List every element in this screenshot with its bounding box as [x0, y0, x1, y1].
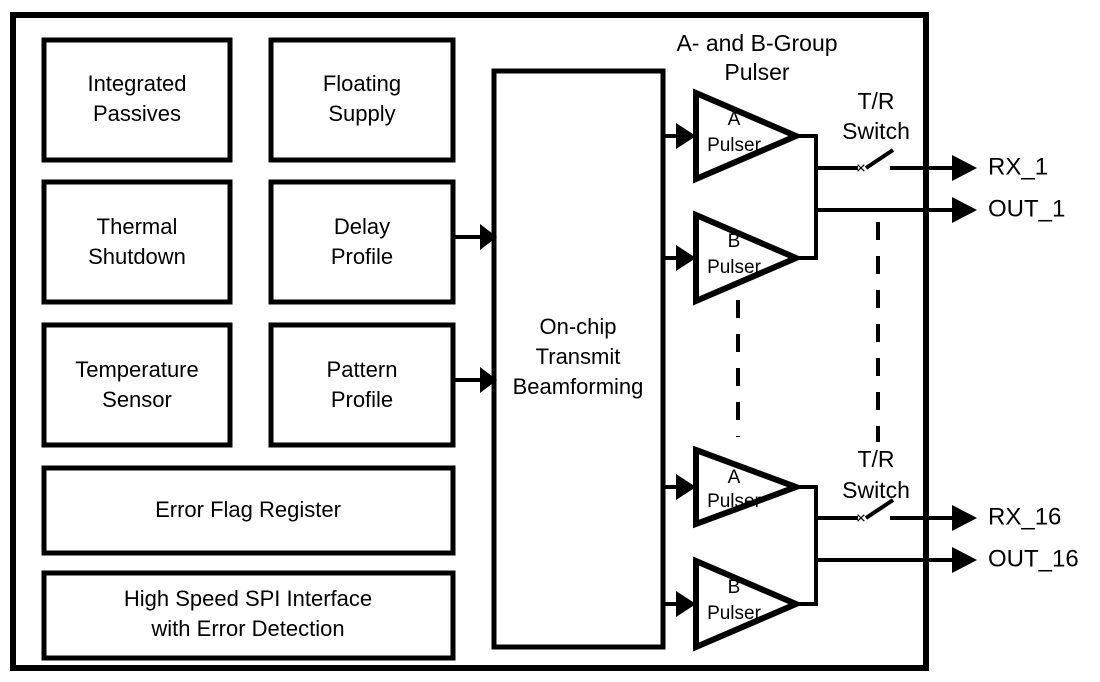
- channel-16-group: A Pulser B Pulser: [663, 445, 1079, 652]
- channel-1-output-bus: [794, 134, 818, 260]
- channel-1-pulser-a[interactable]: A Pulser: [693, 88, 804, 184]
- beamforming-line1: On-chip: [539, 314, 616, 339]
- channel-16-pulser-a[interactable]: A Pulser: [693, 445, 805, 529]
- channel-16-pulser-b[interactable]: B Pulser: [693, 556, 804, 652]
- channel-1-pulser-a-line2: Pulser: [707, 135, 762, 156]
- block-pattern-profile-line2: Profile: [331, 387, 393, 412]
- block-temperature-sensor-line1: Temperature: [75, 357, 199, 382]
- channel-16-tr-switch-line2: Switch: [842, 477, 910, 503]
- arrow-beamforming-to-a-pulser-16: [663, 474, 696, 500]
- channel-1-group: A Pulser B Pulser: [663, 88, 1065, 306]
- arrow-beamforming-to-b-pulser-16: [663, 591, 696, 617]
- block-delay-profile-line1: Delay: [334, 214, 390, 239]
- block-error-flag-register-label: Error Flag Register: [155, 497, 341, 522]
- chip-boundary-frame: [10, 12, 929, 671]
- channel-1-pulser-b[interactable]: B Pulser: [693, 210, 804, 306]
- channel-16-pulser-a-line2: Pulser: [707, 491, 762, 512]
- block-delay-profile[interactable]: Delay Profile: [268, 179, 456, 305]
- channel-1-pulser-b-line1: B: [728, 231, 741, 252]
- channel-1-out-label: OUT_1: [988, 195, 1065, 222]
- arrow-beamforming-to-b-pulser-1: [663, 245, 696, 271]
- arrow-delay-profile-to-beamforming: [453, 224, 497, 250]
- channel-1-pulser-a-line1: A: [728, 109, 741, 130]
- block-pattern-profile-line1: Pattern: [327, 357, 398, 382]
- block-delay-profile-line2: Profile: [331, 244, 393, 269]
- channel-16-switch-hinge-icon: ×: [856, 508, 866, 527]
- channel-1-rx-line: ×: [816, 148, 977, 181]
- block-thermal-shutdown[interactable]: Thermal Shutdown: [41, 179, 233, 305]
- pulser-group-label-line2: Pulser: [724, 59, 790, 85]
- beamforming-line3: Beamforming: [513, 374, 644, 399]
- block-spi-interface[interactable]: High Speed SPI Interface with Error Dete…: [41, 570, 456, 661]
- arrow-beamforming-to-a-pulser-1: [663, 123, 696, 149]
- block-spi-interface-line1: High Speed SPI Interface: [124, 586, 372, 611]
- beamforming-line2: Transmit: [536, 344, 621, 369]
- block-temperature-sensor[interactable]: Temperature Sensor: [41, 322, 233, 448]
- channel-16-out-label: OUT_16: [988, 545, 1079, 572]
- channel-1-tr-switch-line2: Switch: [842, 118, 910, 144]
- channel-16-tr-switch-label: T/R Switch: [842, 446, 910, 503]
- block-temperature-sensor-line2: Sensor: [102, 387, 172, 412]
- channel-1-out-line: [816, 197, 977, 223]
- block-pattern-profile[interactable]: Pattern Profile: [268, 322, 456, 448]
- block-thermal-shutdown-line1: Thermal: [97, 214, 178, 239]
- channel-16-rx-line: ×: [816, 498, 977, 531]
- pulser-group-label: A- and B-Group Pulser: [676, 30, 837, 85]
- channel-16-tr-switch-line1: T/R: [857, 446, 894, 472]
- channel-1-tr-switch-line1: T/R: [857, 88, 894, 114]
- block-spi-interface-line2: with Error Detection: [150, 616, 344, 641]
- channel-16-pulser-b-line1: B: [728, 577, 741, 598]
- block-floating-supply[interactable]: Floating Supply: [268, 37, 456, 163]
- block-on-chip-transmit-beamforming[interactable]: On-chip Transmit Beamforming: [491, 68, 666, 650]
- block-floating-supply-line2: Supply: [328, 101, 395, 126]
- channel-1-switch-hinge-icon: ×: [856, 158, 866, 177]
- arrow-pattern-profile-to-beamforming: [453, 367, 497, 393]
- channel-1-tr-switch-label: T/R Switch: [842, 88, 910, 144]
- pulser-group-label-line1: A- and B-Group: [676, 30, 837, 56]
- channel-16-out-line: [816, 547, 977, 573]
- block-integrated-passives-line1: Integrated: [87, 71, 186, 96]
- block-error-flag-register[interactable]: Error Flag Register: [41, 465, 456, 556]
- channel-16-pulser-a-line1: A: [728, 467, 741, 488]
- channel-16-rx-label: RX_16: [988, 503, 1061, 530]
- block-thermal-shutdown-line2: Shutdown: [88, 244, 186, 269]
- block-floating-supply-line1: Floating: [323, 71, 401, 96]
- block-integrated-passives[interactable]: Integrated Passives: [41, 37, 233, 163]
- channel-16-output-bus: [794, 485, 818, 606]
- block-integrated-passives-line2: Passives: [93, 101, 181, 126]
- channel-1-pulser-b-line2: Pulser: [707, 257, 762, 278]
- channel-16-pulser-b-line2: Pulser: [707, 603, 762, 624]
- channel-1-rx-label: RX_1: [988, 153, 1048, 180]
